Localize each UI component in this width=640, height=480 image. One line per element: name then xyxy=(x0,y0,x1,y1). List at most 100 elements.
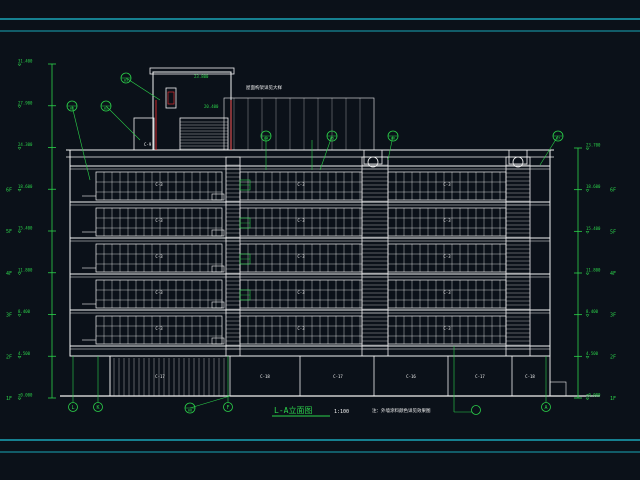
callout-leader xyxy=(105,105,141,141)
floor-name: 4F xyxy=(610,271,616,277)
window-tag: C-3 xyxy=(297,182,305,187)
level-marker xyxy=(17,189,22,192)
level-elevation: 15.400 xyxy=(18,226,33,231)
callout-leader xyxy=(125,77,161,101)
floor-name: 3F xyxy=(6,313,12,319)
floor-name: 1F xyxy=(610,396,616,402)
callout-number: 08 xyxy=(188,409,192,413)
window-bay xyxy=(95,279,223,309)
window-tag: C-3 xyxy=(155,254,163,259)
level-elevation: 18.600 xyxy=(586,184,601,189)
callout-number: 07 xyxy=(556,137,560,141)
tower-cap xyxy=(149,67,235,75)
callout-leader xyxy=(539,135,559,166)
ornament-circle xyxy=(367,156,379,168)
level-marker xyxy=(585,397,590,401)
vertical-shaft xyxy=(505,156,531,357)
window-tag: C-3 xyxy=(297,290,305,295)
level-elevation: ±0.000 xyxy=(18,393,33,398)
ac-unit xyxy=(211,265,225,273)
axis-label: K xyxy=(96,405,99,411)
level-marker xyxy=(17,147,22,150)
level-marker xyxy=(585,272,590,276)
floor-name: 1F xyxy=(6,396,12,402)
window-bay xyxy=(95,315,223,345)
axis-label: F xyxy=(226,405,229,411)
ground-window-tag: C-17 xyxy=(333,374,343,379)
floor-name: 3F xyxy=(610,313,616,319)
ac-unit xyxy=(211,337,225,345)
level-elevation: 18.600 xyxy=(18,184,33,189)
window-tag: C-3 xyxy=(155,218,163,223)
level-elevation: 23.700 xyxy=(586,143,601,148)
level-elevation: 4.500 xyxy=(586,351,599,356)
window-tag: C-3 xyxy=(297,218,305,223)
ornament-circle xyxy=(512,156,524,168)
ac-unit xyxy=(211,301,225,309)
axis-label: A xyxy=(544,405,547,411)
callout-leader xyxy=(189,395,231,409)
level-marker xyxy=(17,105,22,109)
axis-bubble xyxy=(93,402,103,412)
title-text: L-A立面图 xyxy=(274,405,312,415)
window-tag: C-3 xyxy=(443,290,451,295)
vertical-shaft xyxy=(225,156,241,357)
window-tag: C-3 xyxy=(443,326,451,331)
window-tag: C-3 xyxy=(443,254,451,259)
tower-red-window xyxy=(167,91,175,105)
ground-window-tag: C-18 xyxy=(260,374,270,379)
level-marker xyxy=(585,147,590,151)
level-marker xyxy=(585,314,590,318)
roof-tag: C-9 xyxy=(144,142,152,147)
floor-name: 4F xyxy=(6,271,12,277)
callout-bubble-ground xyxy=(471,405,481,415)
main-body xyxy=(69,149,551,357)
window-bay xyxy=(95,207,223,237)
callout-number: 01 xyxy=(70,107,74,111)
level-elevation: 4.500 xyxy=(18,351,31,356)
roof-frame xyxy=(223,97,375,151)
ground-window-tag: C-17 xyxy=(155,374,165,379)
window-tag: C-3 xyxy=(443,182,451,187)
ac-unit xyxy=(211,193,225,201)
window-bay xyxy=(95,243,223,273)
level-marker xyxy=(17,272,22,276)
window-tag: C-3 xyxy=(297,326,305,331)
window-bay xyxy=(95,171,223,201)
axis-bubble xyxy=(541,402,551,412)
level-elevation: 8.400 xyxy=(18,309,31,314)
shaft-cap xyxy=(508,149,528,165)
axis-bubble xyxy=(68,402,78,412)
level-elevation: 8.400 xyxy=(586,309,599,314)
window-tag: C-3 xyxy=(155,290,163,295)
ground-window-tag: C-17 xyxy=(475,374,485,379)
callout-leader xyxy=(319,135,333,171)
vertical-shaft xyxy=(361,156,389,357)
roof-note: 屋面构架详见大样 xyxy=(246,84,282,91)
level-elevation: ±0.000 xyxy=(586,393,601,398)
building-elevation xyxy=(60,67,600,397)
title-note: 注：外墙涂料颜色详见效果图 xyxy=(372,407,431,414)
level-elevation: 11.800 xyxy=(586,268,601,273)
callout-number: 06 xyxy=(391,137,395,141)
entrance-steps xyxy=(549,381,567,397)
callout-number: 02 xyxy=(104,107,108,111)
callout-number: 04 xyxy=(264,137,268,141)
tower-level: 23.800 xyxy=(194,74,209,79)
level-marker xyxy=(17,397,22,401)
floor-name: 5F xyxy=(610,229,616,235)
floor-name: 2F xyxy=(610,354,616,360)
level-marker xyxy=(585,356,590,359)
level-elevation: 15.400 xyxy=(586,226,601,231)
stair-tower xyxy=(152,71,232,151)
ground-window-tag: C-18 xyxy=(525,374,535,379)
callout-leader xyxy=(387,135,394,161)
level-elevation: 27.900 xyxy=(18,100,33,105)
window-tag: C-3 xyxy=(443,218,451,223)
axis-label: L xyxy=(71,405,74,411)
ground-window-tag: C-16 xyxy=(406,374,416,379)
axis-bubble xyxy=(223,402,233,412)
title-scale: 1:100 xyxy=(334,409,349,415)
